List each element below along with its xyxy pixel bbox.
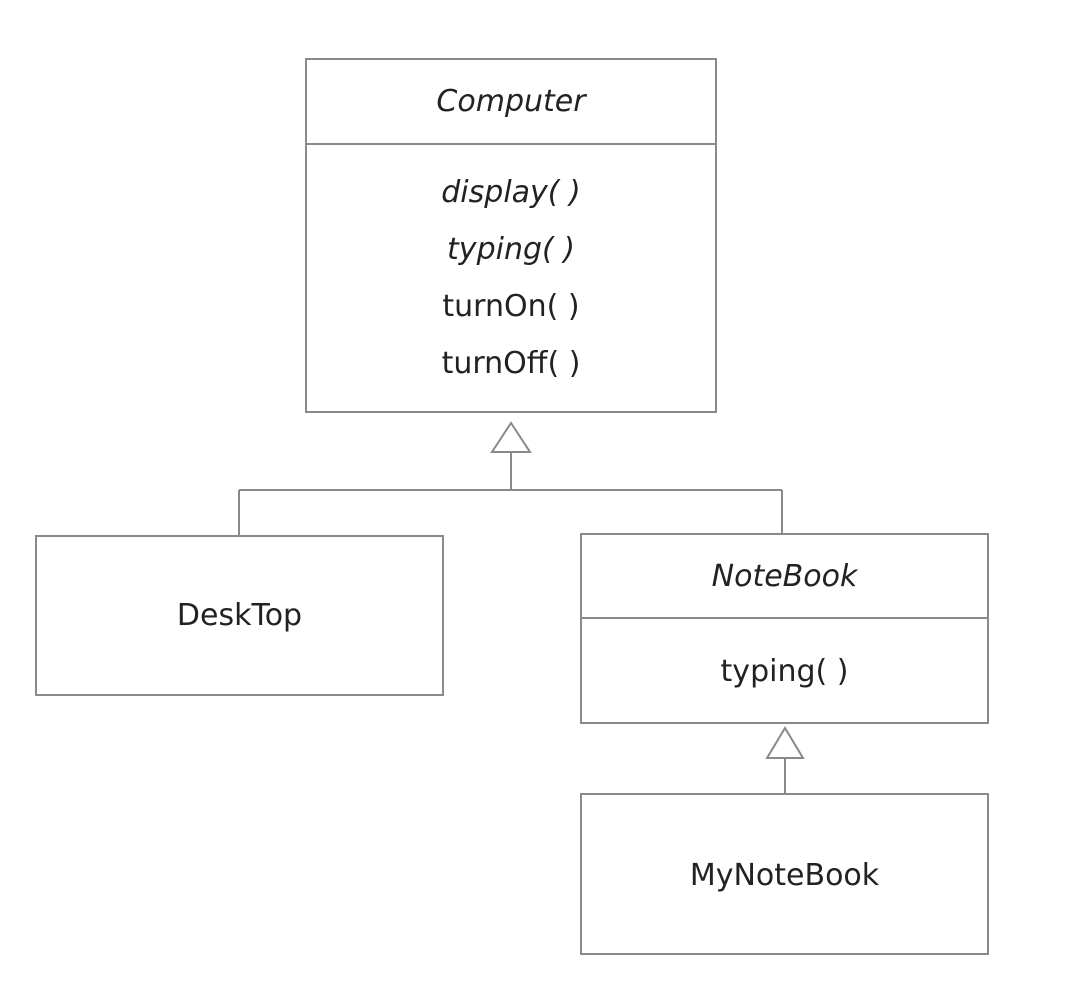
computer-method-typing: typing( ) — [447, 232, 575, 267]
class-computer-methods-compartment: display( ) typing( ) turnOn( ) turnOff( … — [307, 143, 715, 411]
notebook-method-typing: typing( ) — [720, 654, 849, 689]
class-mynotebook: MyNoteBook — [580, 793, 989, 955]
class-computer-name: Computer — [436, 84, 586, 119]
class-desktop-name: DeskTop — [176, 598, 303, 633]
class-notebook-methods-compartment: typing( ) — [582, 617, 987, 722]
computer-inheritance-arrowhead — [490, 421, 532, 453]
class-desktop: DeskTop — [35, 535, 444, 696]
class-mynotebook-name: MyNoteBook — [689, 858, 880, 893]
computer-method-display: display( ) — [441, 175, 581, 210]
class-notebook-name: NoteBook — [711, 559, 858, 594]
class-computer-name-compartment: Computer — [307, 60, 715, 143]
class-computer: Computer display( ) typing( ) turnOn( ) … — [305, 58, 717, 413]
class-notebook-name-compartment: NoteBook — [582, 535, 987, 617]
computer-method-turnon: turnOn( ) — [442, 289, 580, 324]
notebook-inheritance-arrowhead — [765, 726, 805, 759]
computer-method-turnoff: turnOff( ) — [441, 346, 581, 381]
class-notebook: NoteBook typing( ) — [580, 533, 989, 724]
